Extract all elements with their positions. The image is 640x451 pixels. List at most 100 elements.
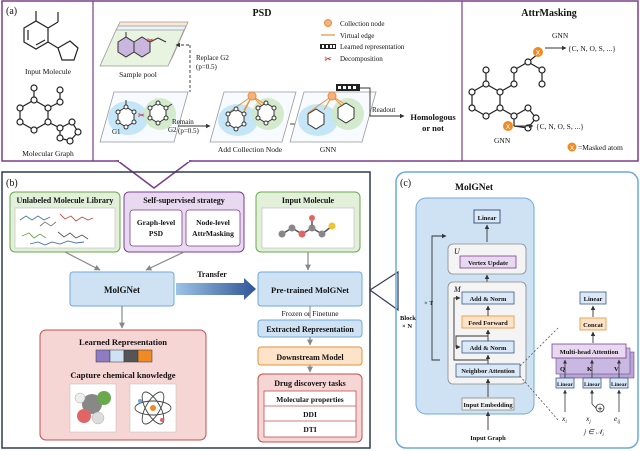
input-embedding-label: Input Embedding bbox=[463, 402, 513, 409]
downstream-label: Downstream Model bbox=[276, 353, 344, 362]
input-molecule-label: Input Molecule bbox=[25, 67, 72, 76]
sample-pool-scissors-icon: ✂ bbox=[147, 36, 154, 45]
scissors-icon: ✂ bbox=[324, 55, 332, 65]
learned-rep-title: Learned Representation bbox=[79, 337, 167, 347]
library-image bbox=[14, 207, 116, 249]
b-to-c-connector bbox=[368, 270, 399, 312]
drug-tasks-title: Drug discovery tasks bbox=[274, 379, 346, 388]
add-norm-1-label: Add & Norm bbox=[470, 296, 507, 303]
block-n-line1: Block bbox=[400, 315, 416, 322]
u-label: U bbox=[454, 247, 461, 256]
molecular-graph-label: Molecular Graph bbox=[22, 149, 74, 158]
node-level-box bbox=[185, 209, 241, 247]
sample-pool-label: Sample pool bbox=[119, 70, 157, 79]
g2-label: G2 bbox=[168, 126, 177, 134]
node-level-line2: AttrMasking bbox=[192, 229, 234, 238]
gnn-top-label: GNN bbox=[552, 31, 569, 40]
replace-p-label: (p=0.5) bbox=[196, 63, 218, 71]
library-to-molgnet-arrow bbox=[64, 251, 101, 271]
attrmasking-title: AttrMasking bbox=[521, 8, 577, 19]
j-in-neighbors-label: j ∈ 𝒩i bbox=[583, 428, 605, 438]
block-n-line2: × N bbox=[402, 323, 412, 330]
readout-label: Readout bbox=[372, 106, 395, 114]
add-norm-2-label: Add & Norm bbox=[470, 345, 507, 352]
add-norm-1-box bbox=[461, 291, 515, 305]
ssl-to-molgnet-arrow bbox=[145, 251, 185, 271]
masked-atom-top-x: X bbox=[536, 49, 541, 57]
task-molecular-properties: Molecular properties bbox=[276, 395, 343, 404]
xi-label: xi bbox=[561, 414, 567, 425]
linear-right-label: Linear bbox=[584, 296, 603, 303]
panel-a-border bbox=[1, 0, 639, 162]
concat-label: Concat bbox=[583, 322, 604, 329]
molecular-graph-drawing bbox=[16, 84, 82, 145]
extracted-label: Extracted Representation bbox=[266, 325, 354, 334]
library-title: Unlabeled Molecule Library bbox=[17, 196, 114, 205]
learned-representation-icon bbox=[320, 44, 336, 49]
legend-decomposition: Decomposition bbox=[340, 55, 383, 63]
panel-c-letter: (c) bbox=[400, 178, 411, 189]
gnn-label: GNN bbox=[320, 145, 337, 154]
mha-box bbox=[551, 343, 627, 359]
concat-box bbox=[579, 317, 607, 331]
g1-g2-drawing: ✂ bbox=[99, 91, 189, 143]
collection-node-icon bbox=[324, 19, 332, 27]
legend-virtual-edge: Virtual edge bbox=[340, 32, 374, 40]
ball-stick-molecule-drawing bbox=[278, 215, 336, 238]
collection-node-drawing bbox=[209, 91, 297, 143]
atom-set-bottom: {C, N, O, S, ...} bbox=[536, 122, 584, 131]
linear-right-box bbox=[579, 291, 607, 305]
capture-knowledge-label: Capture chemical knowledge bbox=[70, 370, 175, 380]
v-label: V bbox=[614, 366, 619, 373]
input-molecule-title: Input Molecule bbox=[282, 196, 335, 205]
xj-label: xj bbox=[585, 414, 591, 425]
transfer-arrow bbox=[176, 278, 256, 300]
masked-atom-bottom-x: X bbox=[506, 123, 511, 131]
node-level-line1: Node-level bbox=[196, 218, 230, 227]
panel-c-border bbox=[395, 171, 639, 449]
mha-label: Multi-head Attention bbox=[560, 349, 619, 356]
attrmasking-graph-drawing bbox=[468, 53, 546, 132]
zoom-line-bottom bbox=[519, 375, 559, 421]
m-box-arrows bbox=[453, 295, 491, 397]
masked-atom-top-icon bbox=[533, 47, 543, 57]
linear-v-label: Linear bbox=[611, 382, 627, 388]
learned-rep-vector-icon bbox=[95, 349, 153, 363]
panel-b-border bbox=[1, 171, 371, 449]
task-ddi: DDI bbox=[303, 410, 317, 419]
ssl-strategy-title: Self-supervised strategy bbox=[143, 196, 225, 205]
legend-learned-representation: Learned representation bbox=[340, 43, 405, 51]
transfer-label: Transfer bbox=[197, 270, 227, 279]
input-molecule-image bbox=[261, 207, 355, 249]
linear-k-label: Linear bbox=[584, 382, 600, 388]
qkv-linears: Linear Linear Linear bbox=[555, 377, 629, 389]
a-to-b-connector bbox=[115, 160, 193, 189]
panel-c: (c) MolGNet Block × N Linear U Vertex Up… bbox=[395, 171, 639, 449]
readout-arrow bbox=[360, 87, 405, 119]
or-not-label: or not bbox=[422, 123, 444, 133]
add-collection-node-label: Add Collection Node bbox=[218, 145, 283, 154]
homologous-label: Homologous bbox=[410, 112, 456, 122]
panel-b-letter: (b) bbox=[6, 178, 18, 189]
graph-level-line1: Graph-level bbox=[137, 218, 175, 227]
task-dti: DTI bbox=[303, 425, 316, 434]
m-label: M bbox=[453, 285, 462, 294]
linear-top-box bbox=[473, 209, 501, 224]
remain-p-label: (p=0.5) bbox=[178, 127, 200, 135]
sum-op-symbol: + bbox=[597, 405, 603, 413]
feed-forward-label: Feed Forward bbox=[468, 320, 508, 327]
masked-atom-legend-icon bbox=[567, 142, 577, 152]
graph-level-box bbox=[129, 209, 183, 247]
linear-q-label: Linear bbox=[557, 382, 573, 388]
q-label: Q bbox=[560, 366, 565, 373]
vertex-update-label: Vertex Update bbox=[468, 260, 508, 267]
times-t-loop-arrow bbox=[431, 233, 447, 361]
eij-label: eij bbox=[614, 414, 621, 425]
linear-top-label: Linear bbox=[478, 215, 497, 222]
panel-a: (a) Input Molecule bbox=[1, 0, 639, 162]
masked-atom-label: =Masked atom bbox=[578, 143, 623, 152]
panel-b: (b) Unlabeled Molecule Library Self-supe… bbox=[1, 171, 371, 449]
masked-atom-bottom-icon bbox=[503, 121, 513, 131]
atom-set-top: {C, N, O, S, ...} bbox=[568, 44, 616, 53]
input-molecule-drawing bbox=[23, 11, 79, 61]
